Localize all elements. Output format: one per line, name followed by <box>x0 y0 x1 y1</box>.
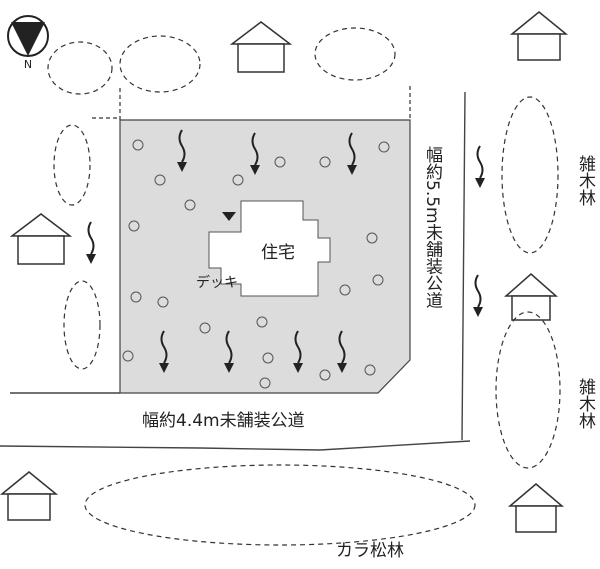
house-footprint <box>208 200 331 297</box>
woods-label-lower: 雑木林 <box>575 378 596 429</box>
larch-forest-label: カラ松林 <box>336 541 404 561</box>
north-arrow-icon <box>7 15 49 57</box>
entrance-marker-icon <box>222 212 236 221</box>
boundary-lines <box>92 86 411 120</box>
road-south-label: 幅約4.4m未舗装公道 <box>142 411 305 431</box>
woods-label-upper: 雑木林 <box>575 155 596 206</box>
shrub-marks <box>122 139 390 389</box>
wind-arrow-icon <box>86 129 485 373</box>
deck-label: デッキ <box>196 274 238 291</box>
house-icon <box>0 11 569 533</box>
road-east-label: 幅約5.5m未舗装公道 <box>422 146 443 309</box>
tree-cluster-icon <box>47 27 561 546</box>
house-label: 住宅 <box>261 243 295 263</box>
compass-label: N <box>24 58 32 71</box>
road-edges <box>0 91 471 451</box>
